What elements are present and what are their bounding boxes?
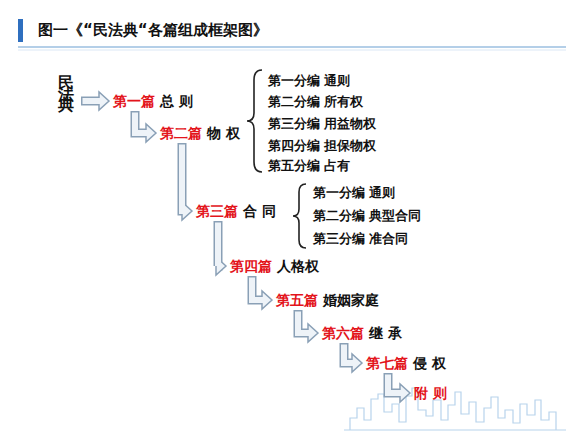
part-name: 合 同 [243,203,276,219]
flow-arrow [216,221,226,275]
arrow-shaft [215,223,221,267]
flow-arrow [344,343,362,372]
arrow-shaft [388,373,401,393]
sub-part-label: 第三分编 准合同 [313,231,408,247]
part-number: 民法典 [57,63,76,93]
part-name: 总 则 [160,93,193,109]
sub-part-label: 第四分编 担保物权 [268,138,376,154]
part-number: 第一篇 [113,93,155,109]
root-node: 民法典 [57,63,75,93]
skyline [344,388,566,430]
flow-arrow [135,111,156,142]
part-node: 附 则 [414,384,447,402]
sub-part-label: 第三分编 用益物权 [268,116,376,132]
brace [247,70,262,172]
arrow-shaft [81,97,100,106]
arrow-shaft [83,98,102,104]
arrow-shaft [388,375,402,394]
sub-part-label: 第二分编 所有权 [268,94,363,110]
arrow-shaft [182,145,184,212]
arrow-shaft [298,312,310,334]
part-number: 第七篇 [366,355,408,371]
part-node: 第二篇物 权 [160,124,240,142]
part-node: 第一篇总 则 [113,92,193,110]
part-name: 继 承 [369,325,402,341]
flow-arrow [182,143,192,220]
brace [293,184,306,248]
arrow-shaft [182,143,183,211]
flow-arrow [252,276,272,309]
part-number: 第三篇 [196,203,238,219]
part-number: 第五篇 [276,292,318,308]
part-node: 第六篇继 承 [322,324,402,342]
part-node: 第三篇合 同 [196,202,276,220]
part-number: 第二篇 [160,125,202,141]
part-node: 第五篇婚姻家庭 [276,291,379,309]
arrow-shaft [135,111,147,133]
arrow-shaft [252,278,264,301]
sub-part-label: 第一分编 通则 [268,73,350,89]
part-node: 第七篇侵 权 [366,354,446,372]
title-rule [18,50,566,51]
part-number: 第四篇 [230,258,272,274]
part-name: 物 权 [207,125,240,141]
part-number: 附 则 [414,385,447,401]
part-name: 侵 权 [413,355,446,371]
sub-part-label: 第一分编 通则 [313,185,395,201]
arrow-shaft [344,345,354,364]
flow-arrow [298,310,318,342]
diagram-title: 图一《“民法典“各篇组成框架图》 [38,20,268,40]
part-name: 人格权 [277,258,319,274]
arrow-shaft [135,113,148,134]
flow-arrow [388,373,410,402]
part-number: 第六篇 [322,325,364,341]
arrow-shaft [217,221,218,266]
part-node: 第四篇人格权 [230,257,319,275]
title-rule [18,46,566,48]
sub-part-label: 第二分编 典型合同 [313,208,421,224]
part-name: 婚姻家庭 [323,292,379,308]
sub-part-label: 第五分编 占有 [268,158,350,174]
flow-arrow [81,92,109,110]
title-bar [18,19,23,42]
